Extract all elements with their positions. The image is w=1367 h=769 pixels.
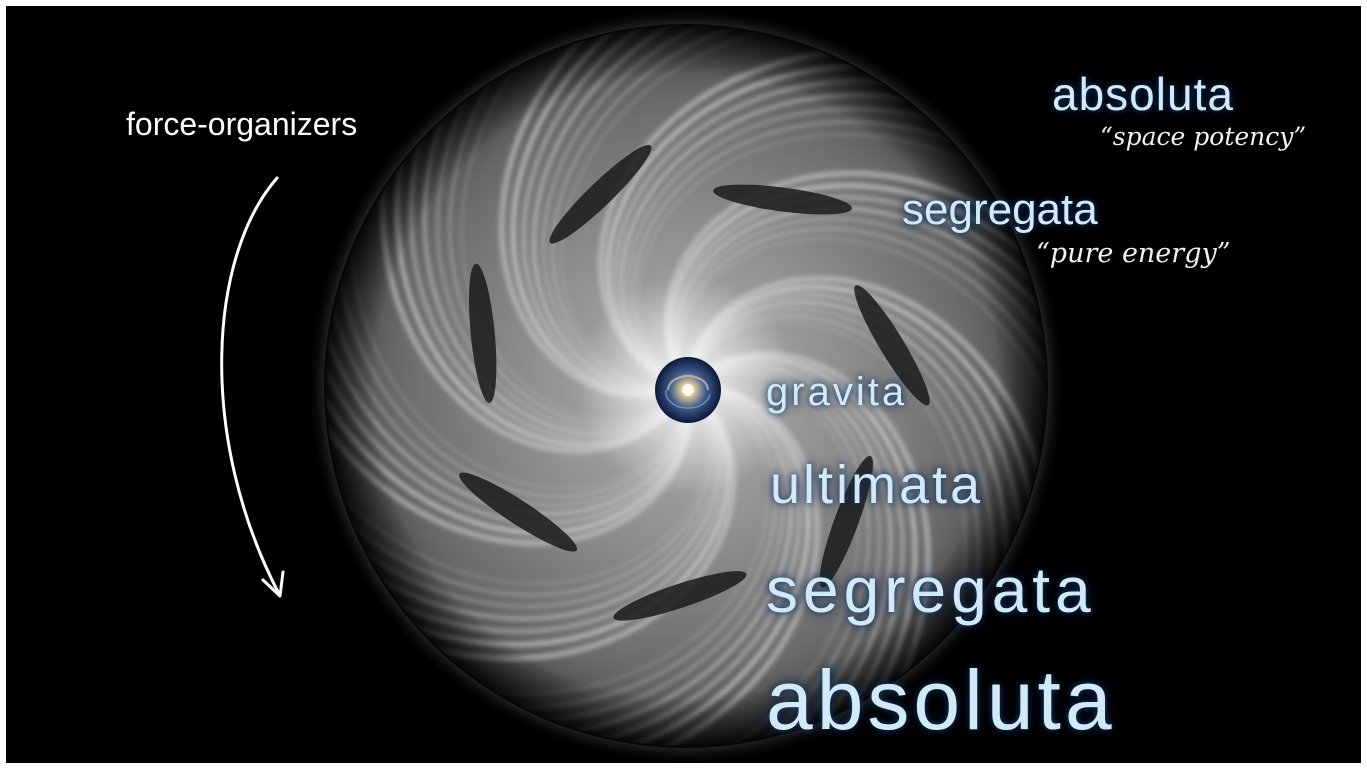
segregata-label-top: segregata [902,185,1098,234]
absoluta-label-top: absoluta [1052,68,1234,120]
gravita-label: gravita [766,370,908,414]
absoluta-label: absoluta [766,653,1116,747]
segregata-label: segregata [766,554,1096,626]
pure-energy-quote: “pure energy” [1036,238,1231,269]
vortex-image [324,24,1048,748]
ultimata-label: ultimata [770,455,984,515]
slide: force-organizers absoluta “space potency… [6,6,1361,763]
space-potency-quote: “space potency” [1100,122,1307,151]
force-organizers-label: force-organizers [126,106,358,142]
galaxy-core-icon [655,357,721,423]
curved-arrow-down-icon [220,176,285,598]
